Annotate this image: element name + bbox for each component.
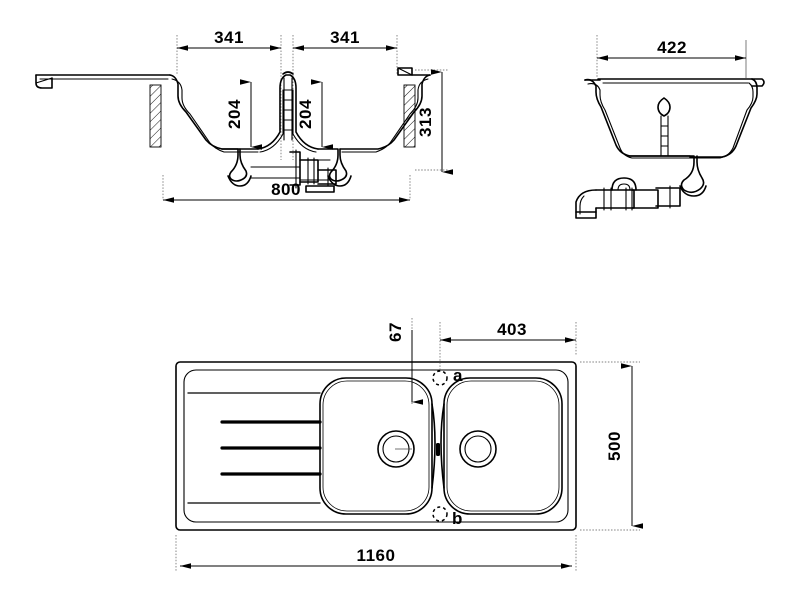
dim-204-right-label: 204 xyxy=(296,99,315,129)
side-extension-lines xyxy=(596,35,747,78)
dim-left-bowl-depth: 204 xyxy=(225,79,262,150)
front-cross-section-view: 341 341 xyxy=(35,28,453,203)
dim-left-bowl-width: 341 xyxy=(177,28,281,51)
plan-left-bowl xyxy=(319,377,433,515)
dim-overall-height: 313 xyxy=(416,69,453,175)
dim-right-bowl-depth: 204 xyxy=(296,79,333,150)
front-counter-hatch xyxy=(149,84,416,148)
dim-right-bowl-width: 341 xyxy=(293,28,397,51)
plan-bowl-divider xyxy=(431,403,445,489)
side-sink-body xyxy=(575,78,765,219)
dim-341-left-label: 341 xyxy=(214,28,244,47)
dim-67-label: 67 xyxy=(386,322,405,342)
dim-tap-hole-offset: 67 xyxy=(386,322,423,405)
plan-outer-outline xyxy=(175,361,577,531)
dim-overall-depth: 500 xyxy=(605,363,643,529)
marker-a-label: a xyxy=(453,366,463,385)
plan-top-view: a b 67 xyxy=(175,318,643,572)
plan-right-bowl xyxy=(443,377,563,515)
side-cross-section-view: 422 xyxy=(575,35,765,219)
tap-hole-marker-b: b xyxy=(432,506,462,528)
dim-side-bowl-width: 422 xyxy=(597,38,746,61)
dim-204-left-label: 204 xyxy=(225,99,244,129)
drainer-grooves xyxy=(187,392,322,504)
tap-hole-marker-a: a xyxy=(432,366,463,386)
dim-403-label: 403 xyxy=(497,320,527,339)
dim-right-bowl-width-plan: 403 xyxy=(440,320,576,343)
dim-overall-width: 800 xyxy=(163,180,410,203)
front-sink-body xyxy=(35,67,431,193)
dim-341-right-label: 341 xyxy=(330,28,360,47)
dim-313-label: 313 xyxy=(416,107,435,137)
dim-800-label: 800 xyxy=(271,180,301,199)
dim-overall-length: 1160 xyxy=(180,546,572,569)
plan-inner-outline xyxy=(183,369,569,523)
dim-1160-label: 1160 xyxy=(357,546,396,565)
dim-500-label: 500 xyxy=(605,431,624,461)
dim-422-label: 422 xyxy=(657,38,687,57)
marker-b-label: b xyxy=(452,509,462,528)
